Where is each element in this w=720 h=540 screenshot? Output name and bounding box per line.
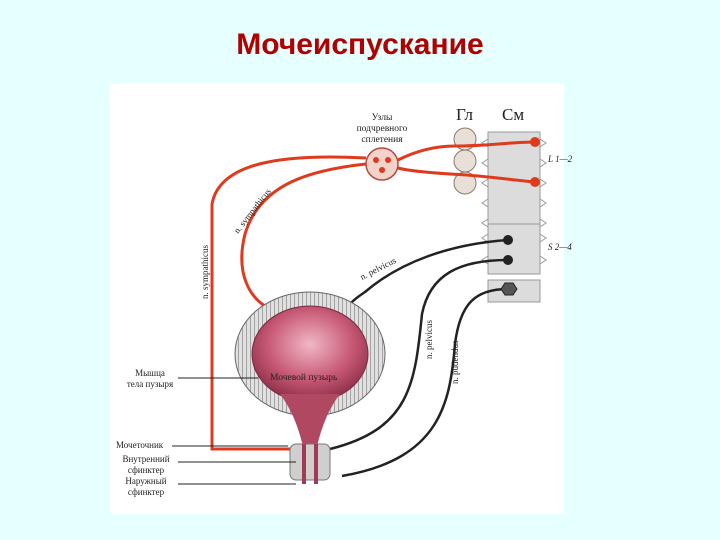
label-n-sympathicus-left: n. sympathicus <box>200 245 210 299</box>
label-segment-s: S 2—4 <box>548 242 572 252</box>
label-internal-sphincter: Внутренний сфинктер <box>122 454 169 475</box>
label-n-pelvicus-1: n. pelvicus <box>358 255 398 282</box>
urinary-bladder <box>234 291 386 484</box>
svg-text:Мышца: Мышца <box>135 368 165 378</box>
page-title: Мочеиспускание <box>236 28 484 61</box>
svg-text:сфинктер: сфинктер <box>128 487 165 497</box>
label-n-pelvicus-2: n. pelvicus <box>424 320 434 359</box>
svg-text:сфинктер: сфинктер <box>128 465 165 475</box>
svg-text:Наружный: Наружный <box>125 476 166 486</box>
diagram-svg: Узлы подчревного сплетения Гл См L 1—2 S… <box>116 105 573 497</box>
label-segment-l: L 1—2 <box>547 154 573 164</box>
hypogastric-ganglia <box>365 127 477 195</box>
svg-text:тела пузыря: тела пузыря <box>127 379 173 389</box>
svg-text:Внутренний: Внутренний <box>122 454 169 464</box>
svg-text:Узлы: Узлы <box>372 113 393 123</box>
label-gl: Гл <box>456 105 474 124</box>
label-external-sphincter: Наружный сфинктер <box>125 476 166 497</box>
sympathetic-terminals <box>530 137 540 187</box>
label-n-sympathicus-upper: n. sympathicus <box>232 186 273 235</box>
svg-text:подчревного: подчревного <box>357 124 408 134</box>
pelvic-terminals <box>500 235 518 296</box>
micturition-diagram: Узлы подчревного сплетения Гл См L 1—2 S… <box>110 84 573 514</box>
leader-lines <box>172 377 296 485</box>
sympathetic-nerves <box>210 140 536 451</box>
label-n-pudendus: n. pudendus <box>450 340 460 384</box>
label-ureter: Мочеточник <box>116 440 164 450</box>
label-bladder: Мочевой пузырь <box>270 372 338 383</box>
ganglia-label: Узлы подчревного сплетения <box>357 113 408 145</box>
label-muscle: Мышца тела пузыря <box>127 368 173 389</box>
label-sm: См <box>502 105 524 124</box>
svg-text:сплетения: сплетения <box>361 135 403 145</box>
